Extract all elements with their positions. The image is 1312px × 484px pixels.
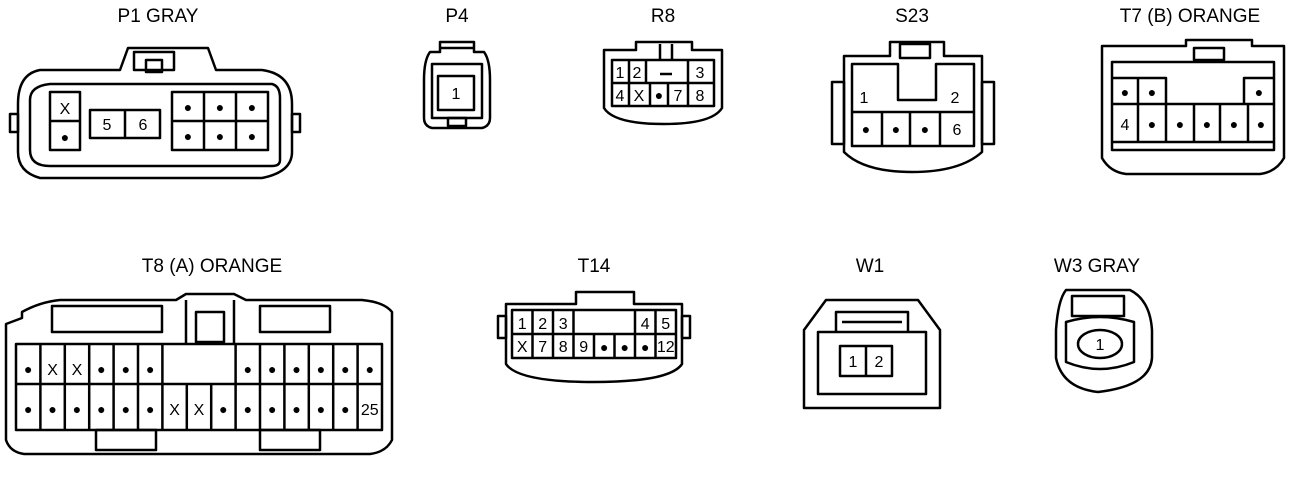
connector-r8 [602, 40, 724, 126]
t7b-pin-dot: ● [1148, 116, 1156, 132]
connector-p4 [422, 40, 492, 130]
w1-pin-1: 1 [849, 354, 858, 371]
s23-title: S23 [895, 6, 929, 27]
p1-pin-5: 5 [103, 117, 112, 134]
t14-pin-x: X [517, 339, 528, 356]
w1-pin-2: 2 [875, 354, 884, 371]
t14-title: T14 [578, 256, 611, 277]
t8a-pin-dot: ● [366, 361, 374, 377]
t8a-pin-dot: ● [268, 361, 276, 377]
p4-pin-1: 1 [452, 86, 461, 103]
t14-pin-dot: ● [641, 339, 649, 355]
t8a-pin-dot: ● [146, 361, 154, 377]
t8a-pin-dot: ● [268, 401, 276, 417]
t7b-pin-dot: ● [1255, 84, 1263, 100]
t7b-title: T7 (B) ORANGE [1120, 6, 1260, 27]
t8a-pin-dot: ● [122, 361, 130, 377]
t8a-pin-dot: ● [244, 401, 252, 417]
r8-pin-1: 1 [616, 65, 625, 82]
t7b-pin-dot: ● [1230, 116, 1238, 132]
t8a-pin-dot: ● [24, 401, 32, 417]
r8-pin-3: 3 [696, 65, 705, 82]
p1-pin-x: X [60, 101, 71, 118]
w3-pin-1: 1 [1096, 337, 1105, 354]
p1-title: P1 GRAY [118, 6, 199, 27]
p1-pin-dot: ● [216, 128, 224, 144]
t8a-pin-dot: ● [24, 361, 32, 377]
t8a-pin-x: X [169, 402, 180, 419]
r8-pin-7: 7 [674, 88, 683, 105]
connector-p1 [8, 46, 302, 180]
t8a-pin-dot: ● [292, 401, 300, 417]
t14-pin-9: 9 [579, 339, 588, 356]
t8a-pin-x: X [47, 362, 58, 379]
t14-pin-4: 4 [641, 316, 650, 333]
t8a-pin-dot: ● [219, 401, 227, 417]
r8-pin-x: X [634, 88, 645, 105]
s23-pin-dot: ● [862, 121, 870, 137]
r8-pin-8: 8 [696, 88, 705, 105]
t8a-pin-dot: ● [97, 401, 105, 417]
t8a-pin-x: X [72, 362, 83, 379]
p1-pin-dot: ● [216, 99, 224, 115]
t8a-pin-dot: ● [122, 401, 130, 417]
p1-pin-dot: ● [184, 99, 192, 115]
t14-pin-1: 1 [518, 316, 527, 333]
t8a-pin-dot: ● [317, 401, 325, 417]
t7b-pin-4: 4 [1121, 117, 1130, 134]
s23-pin-dot: ● [921, 121, 929, 137]
p1-pin-6: 6 [139, 117, 148, 134]
connector-t7b [1100, 38, 1286, 176]
t14-pin-8: 8 [559, 339, 568, 356]
t8a-pin-dot: ● [146, 401, 154, 417]
t14-pin-dot: ● [621, 339, 629, 355]
r8-pin-2: 2 [633, 65, 642, 82]
t14-pin-5: 5 [661, 316, 670, 333]
t14-pin-3: 3 [559, 316, 568, 333]
connector-t8a [4, 292, 394, 456]
t7b-pin-dot: ● [1176, 116, 1184, 132]
p1-pin-dot: ● [184, 128, 192, 144]
t8a-pin-25: 25 [361, 402, 379, 419]
t14-pin-7: 7 [538, 339, 547, 356]
t7b-pin-dot: ● [1203, 116, 1211, 132]
t8a-pin-dot: ● [244, 361, 252, 377]
w1-title: W1 [856, 256, 885, 277]
t14-pin-dot: ● [600, 339, 608, 355]
p4-title: P4 [445, 6, 469, 27]
t8a-title: T8 (A) ORANGE [142, 256, 282, 277]
t8a-pin-dot: ● [73, 401, 81, 417]
r8-pin-dot: ● [655, 87, 663, 103]
p1-pin-dot: ● [248, 99, 256, 115]
p1-pin-dot: ● [248, 128, 256, 144]
s23-pin-dot: ● [892, 121, 900, 137]
t8a-pin-dot: ● [317, 361, 325, 377]
s23-pin-1: 1 [860, 90, 869, 107]
connector-w1 [802, 298, 942, 410]
t8a-pin-x: X [194, 402, 205, 419]
t8a-pin-dot: ● [341, 361, 349, 377]
t8a-pin-dot: ● [48, 401, 56, 417]
s23-pin-6: 6 [953, 122, 962, 139]
p1-pin-dot: ● [61, 129, 69, 145]
r8-pin-4: 4 [616, 88, 625, 105]
w3-title: W3 GRAY [1054, 256, 1141, 277]
t14-pin-2: 2 [538, 316, 547, 333]
r8-title: R8 [651, 6, 675, 27]
t8a-pin-dot: ● [97, 361, 105, 377]
connector-w3 [1054, 288, 1154, 394]
t7b-pin-dot: ● [1148, 84, 1156, 100]
t8a-pin-dot: ● [292, 361, 300, 377]
t7b-pin-dot: ● [1121, 84, 1129, 100]
t7b-pin-dot: ● [1257, 116, 1265, 132]
t8a-pin-dot: ● [341, 401, 349, 417]
t14-pin-12: 12 [657, 339, 675, 356]
connector-s23 [830, 40, 996, 174]
s23-pin-2: 2 [951, 90, 960, 107]
